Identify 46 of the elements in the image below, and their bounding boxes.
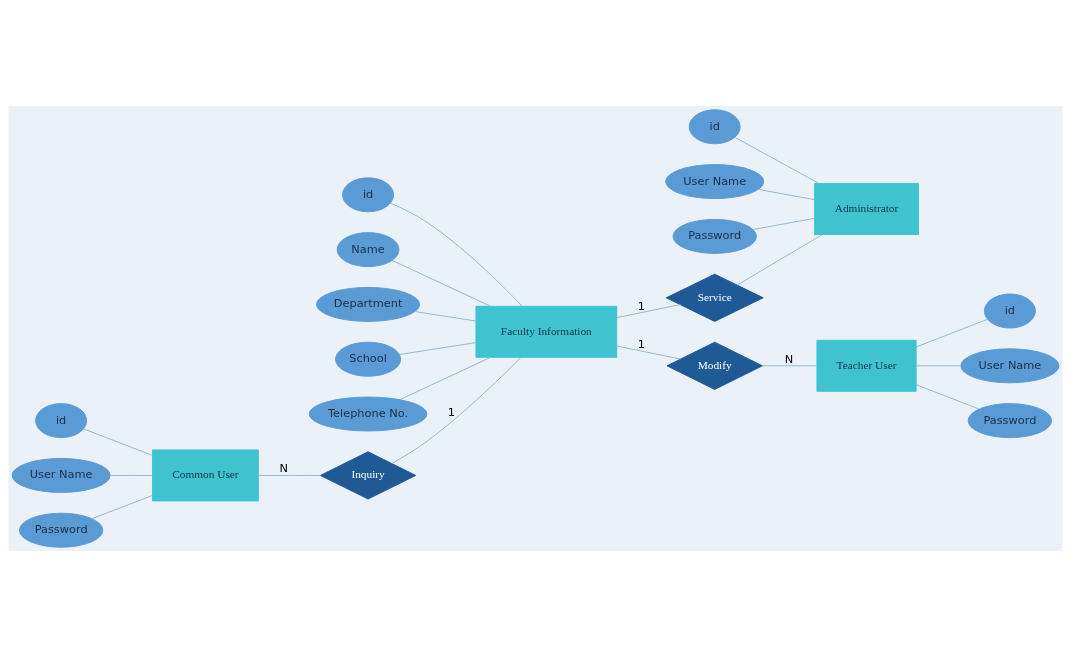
connector (915, 365, 962, 367)
connector (414, 311, 477, 322)
connector (391, 259, 491, 307)
connector (616, 304, 681, 319)
node-ellipse: id (342, 177, 395, 213)
node-ellipse: User Name (665, 164, 765, 200)
node-diamond: Modify (666, 341, 763, 390)
connector (915, 384, 980, 410)
node-ellipse: Password (672, 218, 757, 254)
node-diamond: Service (665, 273, 764, 322)
node-ellipse: id (983, 293, 1036, 329)
node-ellipse: User Name (960, 348, 1060, 384)
connector (399, 357, 491, 400)
node-ellipse: Name (336, 232, 400, 268)
node-ellipse: Password (967, 403, 1053, 439)
connector (83, 428, 153, 456)
node-ellipse: User Name (11, 457, 111, 493)
connector (762, 365, 818, 367)
connector (399, 342, 477, 355)
connector (915, 318, 988, 348)
node-box: Administrator (814, 183, 919, 235)
node-diamond: Inquiry (319, 451, 417, 500)
edge-label: 1 (447, 405, 455, 420)
connector (258, 474, 321, 476)
edge-label: N (784, 351, 794, 366)
edge-label: N (279, 461, 289, 476)
node-ellipse: id (688, 109, 741, 145)
edge-label: 1 (637, 337, 645, 352)
node-ellipse: id (35, 403, 88, 439)
node-box: Teacher User (816, 339, 917, 392)
node-ellipse: Telephone No. (308, 396, 428, 432)
connector (757, 188, 815, 201)
connector (91, 494, 153, 520)
connector (616, 345, 681, 360)
connector (736, 234, 823, 286)
node-ellipse: Department (316, 286, 421, 322)
connector (391, 356, 522, 464)
node-box: Faculty Information (475, 305, 618, 358)
connector (109, 474, 153, 476)
node-box: Common User (152, 449, 259, 502)
connector (752, 217, 815, 230)
connector (389, 202, 523, 307)
node-ellipse: Password (18, 512, 104, 548)
connector (734, 136, 820, 184)
edge-label: 1 (637, 298, 645, 313)
node-ellipse: School (335, 341, 402, 377)
